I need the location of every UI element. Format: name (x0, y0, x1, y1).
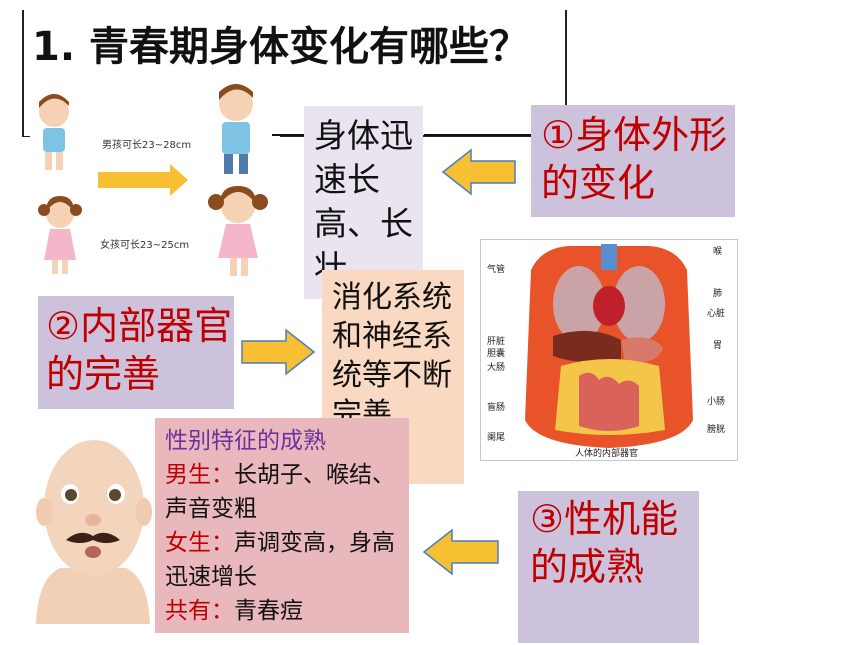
arrow-right-icon (241, 328, 316, 376)
organ-label-trachea: 气管 (487, 265, 506, 275)
growth-box-text: 身体迅速长高、长壮 (314, 116, 413, 287)
arrow-left-icon-2 (422, 528, 499, 576)
female-line: 女生：声调变高，身高迅速增长 (165, 526, 405, 594)
external-change-box: ①身体外形的变化 (531, 105, 735, 217)
organ-label-small-intestine: 小肠 (707, 397, 726, 407)
title-frame (22, 10, 567, 137)
organ-label-bladder: 膀胱 (707, 425, 726, 435)
organ-label-stomach: 胃 (713, 341, 723, 351)
organ-diagram: 气管 肝脏 胆囊 大肠 盲肠 阑尾 喉 肺 心脏 胃 小肠 膀胱 人体的内部器官 (481, 240, 737, 460)
organ-label-liver: 肝脏 (487, 337, 506, 347)
mustache-icon (66, 532, 120, 543)
sex-characteristics-box: 性别特征的成熟 男生：长胡子、喉结、声音变粗 女生：声调变高，身高迅速增长 共有… (155, 418, 409, 633)
tall-girl-icon (208, 186, 268, 276)
male-line: 男生：长胡子、喉结、声音变粗 (165, 458, 405, 526)
digestive-text: 消化系统和神经系统等不断完善 (332, 280, 452, 432)
growth-box: 身体迅速长高、长壮 (304, 106, 423, 299)
common-text: 青春痘 (234, 598, 303, 624)
organ-diagram-caption: 人体的内部器官 (575, 449, 639, 459)
small-boy-icon (39, 94, 69, 170)
female-label: 女生： (165, 530, 234, 556)
organ-label-throat: 喉 (713, 247, 723, 257)
male-text: 长胡子、喉结、声音变粗 (165, 462, 395, 522)
torso-illustration (525, 244, 693, 448)
girl-caption: 女孩可长23~25cm (100, 238, 189, 251)
organ-label-gallbladder: 胆囊 (487, 349, 506, 359)
sex-characteristics-text: 性别特征的成熟 男生：长胡子、喉结、声音变粗 女生：声调变高，身高迅速增长 共有… (165, 424, 405, 628)
connector-line (272, 134, 308, 136)
small-girl-icon (38, 196, 82, 274)
organ-label-heart: 心脏 (707, 309, 726, 319)
internal-organs-text: ②内部器官的完善 (46, 304, 233, 396)
organ-label-large-intestine: 大肠 (487, 363, 506, 373)
female-text: 声调变高，身高迅速增长 (165, 530, 395, 590)
boy-caption: 男孩可长23~28cm (102, 138, 191, 151)
organ-label-appendix: 阑尾 (487, 433, 506, 443)
external-change-text: ①身体外形的变化 (541, 113, 728, 205)
arrow-left-icon (441, 148, 516, 196)
organ-label-cecum: 盲肠 (487, 403, 506, 413)
male-label: 男生： (165, 462, 234, 488)
baby-with-mustache-illustration (30, 428, 156, 624)
connector-line-right (424, 134, 532, 136)
sexual-function-box: ③性机能的成熟 (518, 491, 699, 643)
tall-boy-icon (219, 84, 253, 174)
sexual-function-text: ③性机能的成熟 (530, 497, 679, 589)
common-label: 共有： (165, 598, 234, 624)
internal-organs-box: ②内部器官的完善 (38, 296, 234, 409)
organ-label-lung: 肺 (713, 289, 723, 299)
sex-heading: 性别特征的成熟 (165, 428, 326, 454)
growth-illustration: 男孩可长23~28cm 女孩可长23~25cm (30, 84, 280, 280)
common-line: 共有：青春痘 (165, 594, 405, 628)
